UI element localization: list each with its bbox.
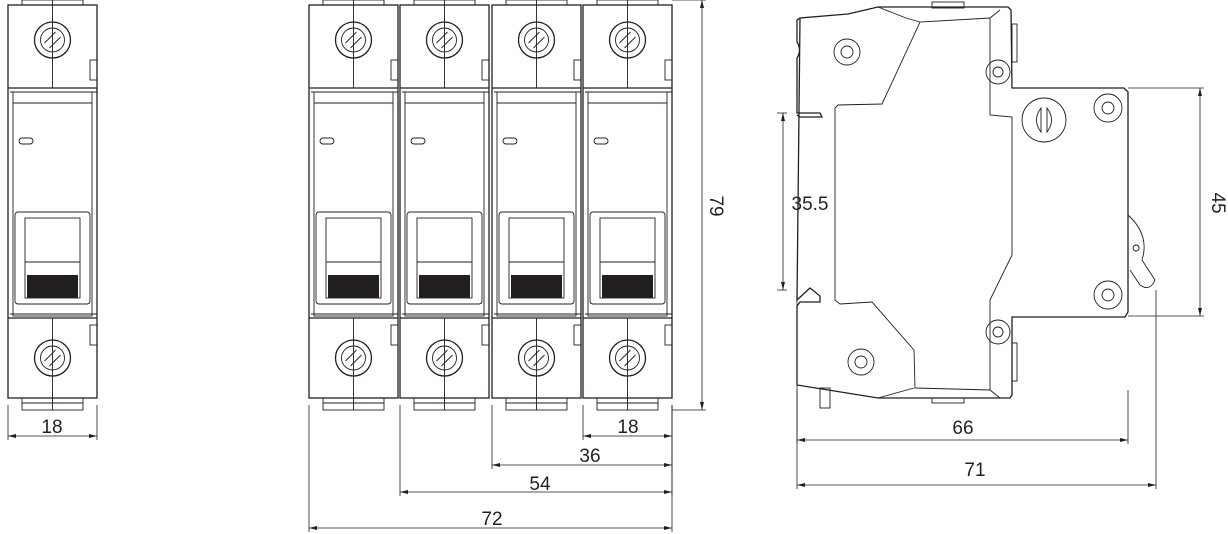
drawing-line bbox=[481, 59, 490, 81]
depth-71-label: 71 bbox=[964, 460, 985, 481]
terminal-screw-icon bbox=[33, 21, 72, 59]
pitch-54-label: 54 bbox=[529, 474, 551, 495]
drawing-line bbox=[390, 324, 399, 346]
drawing-line bbox=[587, 91, 668, 317]
drawing-line bbox=[341, 345, 366, 371]
toggle-frame bbox=[498, 211, 575, 305]
off-indicator bbox=[502, 137, 518, 145]
dimension-lines bbox=[7, 0, 1204, 532]
off-indicator bbox=[593, 137, 609, 145]
pitch-18-label: 18 bbox=[617, 417, 638, 438]
drawing-line bbox=[89, 324, 98, 346]
drawing-line bbox=[44, 31, 61, 49]
toggle-frame bbox=[406, 211, 483, 305]
side-view bbox=[796, 1, 1156, 409]
drawing-line bbox=[44, 349, 61, 367]
side-inner-panel bbox=[834, 6, 1013, 399]
drawing-line bbox=[615, 345, 640, 371]
drawing-line bbox=[390, 59, 399, 81]
side-outline bbox=[796, 6, 1129, 399]
drawing-line bbox=[619, 31, 636, 49]
toggle-handle bbox=[419, 275, 470, 298]
side-rivet-icon bbox=[985, 319, 1011, 345]
height-79-label: 79 bbox=[705, 195, 726, 216]
drawing-line bbox=[432, 345, 457, 371]
side-toggle-handle bbox=[1127, 214, 1156, 289]
terminal-screw-icon bbox=[425, 21, 464, 59]
drawing-line bbox=[345, 31, 362, 49]
side-rivet-icon bbox=[833, 38, 861, 66]
side-rivet-icon bbox=[1093, 280, 1123, 310]
drawing-line bbox=[432, 27, 457, 53]
terminal-screw-icon bbox=[517, 21, 556, 59]
drawing-line bbox=[619, 349, 636, 367]
drawing-line bbox=[573, 324, 582, 346]
drawing-line bbox=[524, 27, 549, 53]
drawing-line bbox=[528, 349, 545, 367]
drawing-line bbox=[528, 31, 545, 49]
pitch-36-label: 36 bbox=[579, 446, 600, 467]
toggle-handle bbox=[511, 275, 562, 298]
terminal-screw-icon bbox=[425, 339, 464, 377]
drawing-line bbox=[524, 345, 549, 371]
drawing-line bbox=[40, 27, 65, 53]
drawing-line bbox=[664, 324, 673, 346]
terminal-screw-icon bbox=[33, 339, 72, 377]
side-screw-icon bbox=[1021, 97, 1067, 143]
drawing-line bbox=[40, 345, 65, 371]
drawing-line bbox=[345, 349, 362, 367]
terminal-screw-icon bbox=[608, 21, 647, 59]
terminal-screw-icon bbox=[517, 339, 556, 377]
drawing-line bbox=[436, 31, 453, 49]
off-indicator bbox=[319, 137, 335, 145]
drawing-line bbox=[664, 59, 673, 81]
drawing-line bbox=[615, 27, 640, 53]
drawing-line bbox=[89, 59, 98, 81]
toggle-handle bbox=[328, 275, 379, 298]
side-rivet-icon bbox=[985, 59, 1011, 85]
single-width-label: 18 bbox=[41, 417, 62, 438]
drawing-line bbox=[496, 91, 577, 317]
toggle-frame bbox=[589, 211, 666, 305]
front-view-four-pole bbox=[308, 0, 673, 411]
toggle-handle bbox=[602, 275, 653, 298]
rail-35-5-label: 35.5 bbox=[792, 194, 829, 215]
terminal-screw-icon bbox=[334, 21, 373, 59]
toggle-frame bbox=[315, 211, 392, 305]
side-clip bbox=[931, 1, 965, 9]
side-rivet-icon bbox=[1093, 93, 1123, 123]
depth-66-label: 66 bbox=[952, 418, 973, 439]
terminal-screw-icon bbox=[334, 339, 373, 377]
drawing-line bbox=[313, 91, 394, 317]
drawing-line bbox=[404, 91, 485, 317]
drawing-line bbox=[12, 91, 93, 317]
off-indicator bbox=[410, 137, 426, 145]
height-45-label: 45 bbox=[1207, 192, 1228, 213]
drawing-line bbox=[481, 324, 490, 346]
drawing-line bbox=[341, 27, 366, 53]
front-view-single-pole bbox=[7, 0, 98, 411]
dimension-labels: 18 18 36 54 72 79 35.5 45 66 71 bbox=[41, 192, 1228, 530]
toggle-handle bbox=[27, 275, 78, 298]
side-rivet-icon bbox=[847, 348, 875, 376]
drawing-line bbox=[436, 349, 453, 367]
terminal-screw-icon bbox=[608, 339, 647, 377]
pitch-72-label: 72 bbox=[481, 509, 502, 530]
toggle-frame bbox=[14, 211, 91, 305]
off-indicator bbox=[18, 137, 34, 145]
drawing-line bbox=[573, 59, 582, 81]
